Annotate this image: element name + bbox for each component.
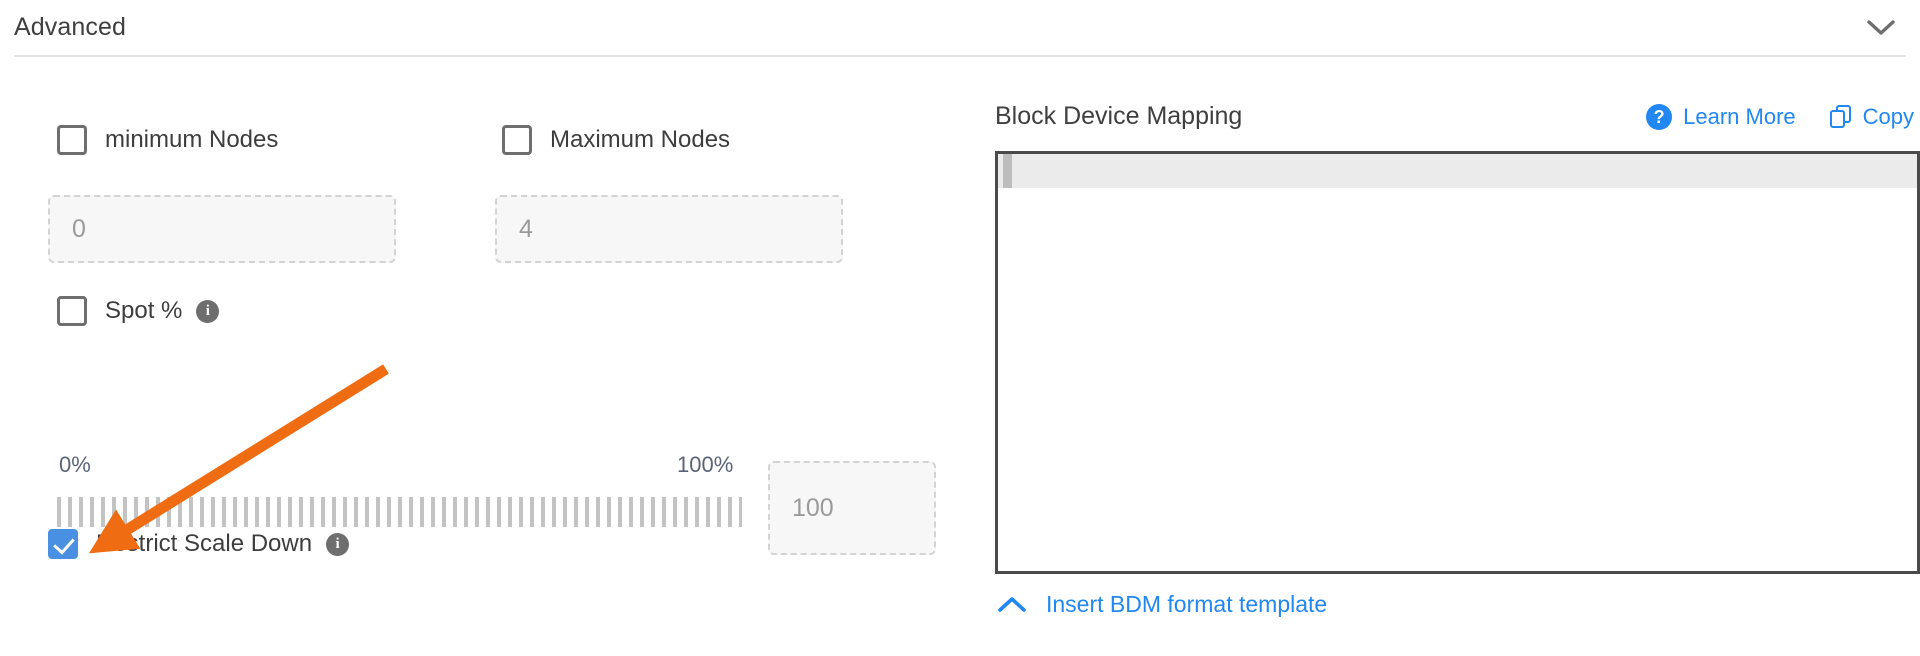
spot-percent-checkbox[interactable]: [57, 296, 87, 326]
info-icon[interactable]: i: [196, 299, 220, 323]
info-icon[interactable]: i: [326, 532, 350, 556]
minimum-nodes-input[interactable]: 0: [48, 195, 396, 263]
spot-percent-value: 100: [792, 493, 834, 522]
editor-active-line: [998, 154, 1917, 188]
maximum-nodes-checkbox-row[interactable]: Maximum Nodes: [502, 125, 730, 155]
restrict-scale-down-checkbox-row[interactable]: Restrict Scale Down i: [48, 529, 350, 559]
spot-percent-slider[interactable]: 0% 100%: [57, 400, 806, 532]
maximum-nodes-label: Maximum Nodes: [550, 126, 731, 153]
block-device-mapping-actions: ? Learn More Copy: [1646, 103, 1920, 130]
copy-icon: [1829, 104, 1852, 129]
learn-more-label: Learn More: [1683, 103, 1796, 129]
copy-button[interactable]: Copy: [1829, 103, 1914, 130]
copy-label: Copy: [1862, 103, 1914, 129]
header-divider: [14, 55, 1906, 57]
learn-more-link[interactable]: ? Learn More: [1646, 103, 1796, 130]
maximum-nodes-input[interactable]: 4: [495, 195, 843, 263]
chevron-down-icon[interactable]: [1864, 11, 1898, 45]
minimum-nodes-checkbox-row[interactable]: minimum Nodes: [57, 125, 278, 155]
left-column: minimum Nodes 0 Maximum Nodes 4 Spot % i…: [0, 55, 980, 656]
spot-percent-checkbox-row[interactable]: Spot % i: [57, 296, 220, 326]
editor-cursor-gutter: [1003, 154, 1012, 188]
block-device-mapping-header: Block Device Mapping ? Learn More Copy: [995, 102, 1920, 131]
slider-track[interactable]: [57, 497, 742, 527]
slider-min-label: 0%: [59, 452, 91, 477]
insert-bdm-template-link[interactable]: Insert BDM format template: [997, 591, 1327, 618]
chevron-up-icon: [998, 596, 1026, 612]
block-device-mapping-editor[interactable]: [995, 151, 1920, 574]
restrict-scale-down-label: Restrict Scale Down: [96, 530, 313, 557]
right-column: Block Device Mapping ? Learn More Copy: [995, 55, 1920, 656]
spot-percent-value-input[interactable]: 100: [768, 461, 936, 555]
minimum-nodes-input-value: 0: [72, 214, 86, 243]
insert-bdm-template-label: Insert BDM format template: [1046, 591, 1328, 617]
page-title: Advanced: [14, 13, 126, 41]
slider-max-label: 100%: [677, 452, 734, 477]
spot-percent-label: Spot %: [105, 297, 183, 324]
minimum-nodes-checkbox[interactable]: [57, 125, 87, 155]
section-header: Advanced: [0, 0, 1920, 55]
minimum-nodes-label: minimum Nodes: [105, 126, 279, 153]
maximum-nodes-checkbox[interactable]: [502, 125, 532, 155]
question-circle-icon: ?: [1646, 103, 1673, 130]
maximum-nodes-input-value: 4: [519, 214, 533, 243]
restrict-scale-down-checkbox[interactable]: [48, 529, 78, 559]
block-device-mapping-title: Block Device Mapping: [995, 102, 1243, 130]
